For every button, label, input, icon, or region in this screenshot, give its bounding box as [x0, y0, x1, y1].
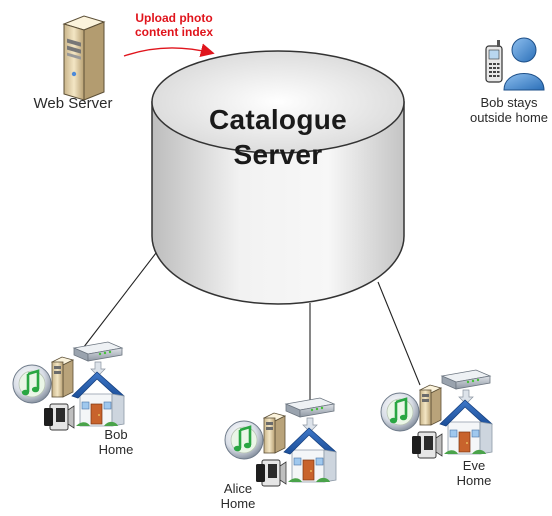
web-server-icon	[62, 15, 106, 101]
alice-home-label: Alice Home	[208, 481, 268, 512]
web-server-label: Web Server	[14, 95, 132, 112]
eve-home-line2: Home	[456, 472, 492, 488]
upload-arrow	[123, 43, 215, 58]
upload-note-line2: content index	[134, 24, 213, 39]
upload-note: Upload photo content index	[118, 11, 230, 40]
alice-home-devices	[223, 396, 338, 488]
bob-home-label: Bob Home	[86, 427, 146, 458]
catalogue-server-title: Catalogue Server	[168, 102, 388, 172]
bob-outside-line1: Bob stays	[480, 95, 538, 110]
bob-person-icon	[503, 37, 545, 91]
alice-home-line2: Home	[220, 495, 256, 511]
upload-note-line1: Upload photo	[135, 11, 213, 25]
web-server-label-text: Web Server	[33, 95, 113, 112]
bob-home-line1: Bob	[104, 427, 128, 442]
connector-bob	[79, 252, 157, 353]
eve-home-devices	[379, 368, 494, 460]
connector-eve	[377, 281, 421, 386]
catalogue-server-cylinder	[151, 50, 405, 305]
catalogue-server-line2: Server	[233, 139, 323, 170]
catalogue-server-line1: Catalogue	[208, 104, 348, 135]
bob-outside-line2: outside home	[469, 109, 549, 125]
bob-outside-label: Bob stays outside home	[466, 95, 552, 126]
eve-home-label: Eve Home	[444, 458, 504, 489]
eve-home-line1: Eve	[462, 458, 486, 473]
bob-home-devices	[11, 340, 126, 432]
bob-mobile-icon	[485, 40, 503, 83]
alice-home-line1: Alice	[223, 481, 253, 496]
bob-home-line2: Home	[98, 441, 134, 457]
connector-lines	[79, 252, 421, 400]
